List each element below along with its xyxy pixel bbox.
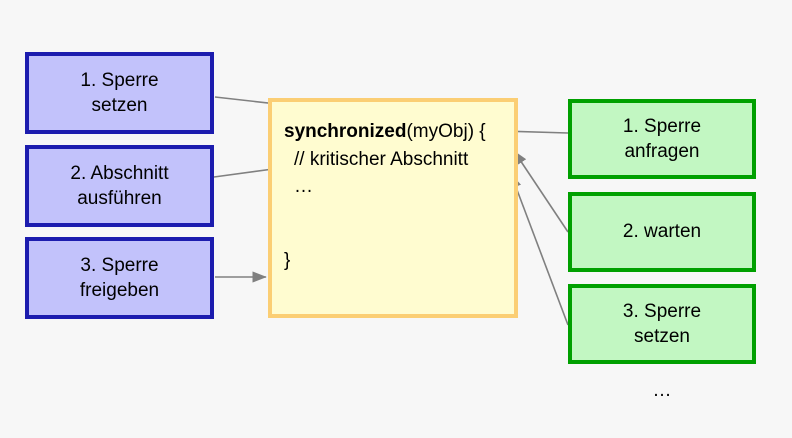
left-step-3-line1: 3. Sperre [80, 254, 159, 276]
arrow-right-2 [513, 150, 569, 233]
left-step-1-line1: 1. Sperre [80, 69, 159, 91]
left-step-2-line1: 2. Abschnitt [70, 162, 169, 184]
right-step-2-line1: 2. warten [622, 221, 702, 243]
left-step-3-box: 3. Sperre freigeben [25, 237, 214, 319]
right-step-3-line1: 3. Sperre [622, 300, 702, 322]
code-line-2-comment: // kritischer Abschnitt [294, 148, 469, 170]
right-steps-ellipsis: … [652, 380, 672, 401]
right-step-1-line1: 1. Sperre [622, 115, 702, 137]
right-step-1-box: 1. Sperre anfragen [568, 99, 756, 179]
code-keyword-synchronized: synchronized [284, 121, 407, 142]
code-block: synchronized(myObj) { // kritischer Absc… [268, 98, 518, 318]
code-line-3-ellipsis: … [294, 176, 313, 198]
left-step-2-box: 2. Abschnitt ausführen [25, 145, 214, 227]
left-step-2-line2: ausführen [77, 188, 162, 209]
left-step-1-line2: setzen [91, 95, 148, 116]
code-line-4-close-brace: } [284, 249, 291, 271]
right-step-1-line2: anfragen [624, 141, 700, 162]
arrow-right-3 [510, 173, 569, 326]
right-step-2-box: 2. warten [568, 192, 756, 272]
left-step-3-line2: freigeben [79, 280, 160, 301]
right-step-3-line2: setzen [634, 326, 690, 347]
right-step-3-box: 3. Sperre setzen [568, 284, 756, 364]
code-line-1-rest: (myObj) { [406, 121, 486, 142]
code-line-1: synchronized(myObj) { [284, 118, 486, 146]
left-step-1-box: 1. Sperre setzen [25, 52, 214, 134]
